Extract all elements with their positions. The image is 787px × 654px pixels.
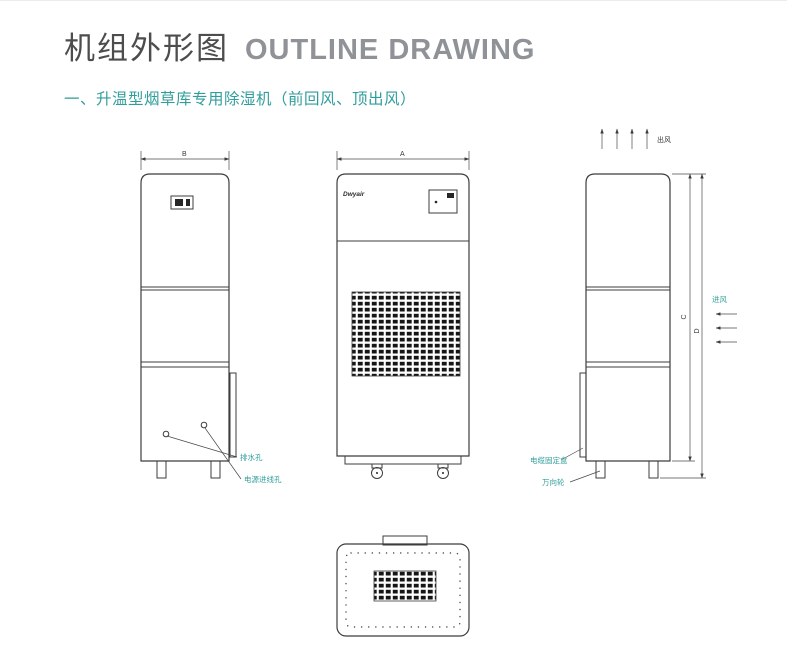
top-outlet-grille <box>373 570 437 602</box>
drain-hole-label: 排水孔 <box>240 452 263 462</box>
page-title-en: OUTLINE DRAWING <box>245 34 536 66</box>
left-cabinet-outline <box>140 173 230 462</box>
caster-wheel <box>437 463 449 479</box>
base-skirt <box>344 455 462 465</box>
control-panel <box>428 189 458 214</box>
foot <box>210 460 221 479</box>
power-inlet-hole <box>200 421 208 429</box>
front-cabinet-outline <box>336 173 470 457</box>
dimension-b-label: B <box>182 151 187 158</box>
power-inlet-label: 电源进线孔 <box>244 474 282 484</box>
caster-wheel <box>371 463 383 479</box>
page-header: 机组外形图 OUTLINE DRAWING <box>64 23 536 68</box>
right-cabinet-outline <box>585 173 671 462</box>
left-side-view: B 排水孔 电 <box>140 151 282 484</box>
dimension-d-label: D <box>694 328 701 333</box>
foot <box>156 460 167 479</box>
top-view <box>336 535 470 637</box>
top-tab <box>382 535 428 546</box>
dimension-a: A <box>336 151 470 170</box>
caster-label: 万向轮 <box>542 477 565 487</box>
page-title-cn: 机组外形图 <box>64 31 229 66</box>
foot <box>595 460 606 479</box>
air-outlet-label: 出风 <box>657 135 671 144</box>
screw-dot-border <box>345 552 461 628</box>
cable-box-bracket <box>579 372 587 458</box>
section-subtitle: 一、升温型烟草库专用除湿机（前回风、顶出风） <box>64 91 417 108</box>
dimension-b: B <box>140 151 230 170</box>
right-side-view: 出风 C D <box>530 128 737 487</box>
side-bracket <box>229 372 237 458</box>
dimension-a-label: A <box>400 151 405 158</box>
dimension-c: C <box>672 173 706 462</box>
air-inlet-label: 进风 <box>712 295 727 304</box>
air-inlet-arrows: 进风 <box>712 295 737 344</box>
dimension-d: D <box>660 173 706 479</box>
drain-hole <box>162 430 170 438</box>
front-return-grille <box>351 291 461 377</box>
dimension-c-label: C <box>681 314 688 319</box>
top-outline <box>336 543 470 637</box>
front-view: A Dwyair <box>336 151 470 479</box>
handle <box>170 195 194 210</box>
air-outlet-arrows: 出风 <box>600 128 671 149</box>
foot <box>648 460 659 479</box>
cable-box-label: 电缆固定盒 <box>530 455 568 465</box>
brand-logo: Dwyair <box>343 191 365 198</box>
